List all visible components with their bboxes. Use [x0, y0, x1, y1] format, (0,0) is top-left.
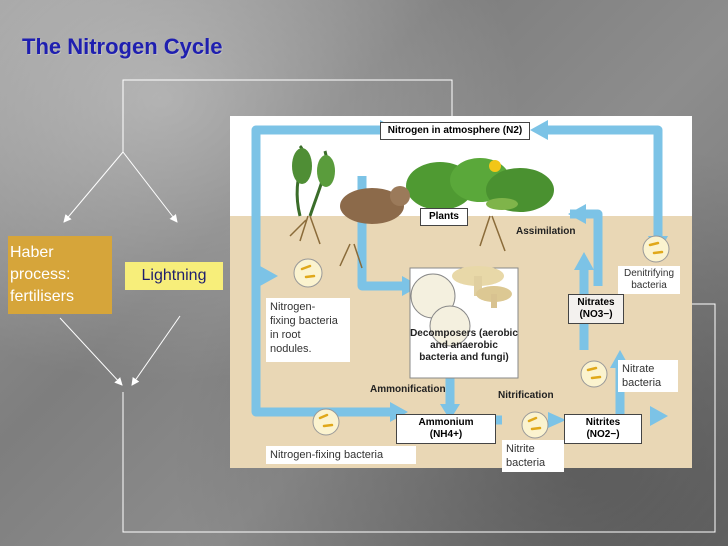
ammonium-label: Ammonium (NH4+)	[396, 414, 496, 444]
nitrification-label: Nitrification	[498, 390, 554, 401]
denitrifying-line-2: bacteria	[631, 280, 667, 291]
root-nodule-line-3: in root	[270, 329, 301, 341]
squash-plant-illustration	[406, 158, 554, 252]
nitrite-bacteria-label: Nitrite bacteria	[502, 440, 564, 472]
ammonification-label: Ammonification	[370, 384, 446, 395]
nitrates-line-2: (NO3−)	[579, 309, 613, 320]
root-nodule-bacteria-note: Nitrogen- fixing bacteria in root nodule…	[266, 298, 350, 362]
plants-label: Plants	[420, 208, 468, 226]
lightning-box: Lightning	[125, 262, 223, 290]
nitrates-label: Nitrates (NO3−)	[568, 294, 624, 324]
nitrites-label: Nitrites (NO2−)	[564, 414, 642, 444]
decomposers-line-2: and anaerobic	[430, 340, 498, 351]
denitrifying-line-1: Denitrifying	[623, 268, 675, 279]
bacteria-rods	[300, 241, 664, 431]
nitrogen-cycle-diagram: Nitrogen in atmosphere (N2) Plants Assim…	[230, 116, 692, 472]
assimilation-label: Assimilation	[516, 226, 576, 237]
atmosphere-label: Nitrogen in atmosphere (N2)	[380, 122, 530, 140]
haber-line-2: process:	[10, 266, 71, 283]
decomposers-line-1: Decomposers (aerobic	[410, 328, 518, 339]
slide-title: The Nitrogen Cycle	[22, 34, 223, 59]
mole-illustration	[339, 186, 410, 269]
soil-fixing-bacteria-note: Nitrogen-fixing bacteria	[266, 446, 416, 464]
plant-illustration	[289, 144, 335, 245]
nitrite-bacteria-line-1: Nitrite	[506, 443, 535, 455]
root-nodule-line-1: Nitrogen-	[270, 301, 316, 313]
lightning-label: Lightning	[141, 267, 207, 284]
decomposer-illustration	[409, 266, 519, 379]
root-nodule-line-2: fixing bacteria	[270, 315, 338, 327]
root-nodule-line-4: nodules.	[270, 343, 312, 355]
nitrate-bacteria-label: Nitrate bacteria	[618, 360, 678, 392]
decomposers-label: Decomposers (aerobic and anaerobic bacte…	[410, 328, 518, 364]
denitrifying-bacteria-label: Denitrifying bacteria	[618, 266, 680, 294]
nitrate-bacteria-line-2: bacteria	[622, 377, 662, 389]
decomposers-line-3: bacteria and fungi)	[419, 352, 509, 363]
haber-line-3: fertilisers	[10, 288, 75, 305]
nitrates-line-1: Nitrates	[577, 297, 615, 308]
bacteria-icons	[293, 235, 670, 439]
haber-process-box: Haber process: fertilisers	[8, 236, 112, 314]
haber-line-1: Haber	[10, 244, 54, 261]
nitrate-bacteria-line-1: Nitrate	[622, 363, 655, 375]
nitrite-bacteria-line-2: bacteria	[506, 457, 546, 469]
